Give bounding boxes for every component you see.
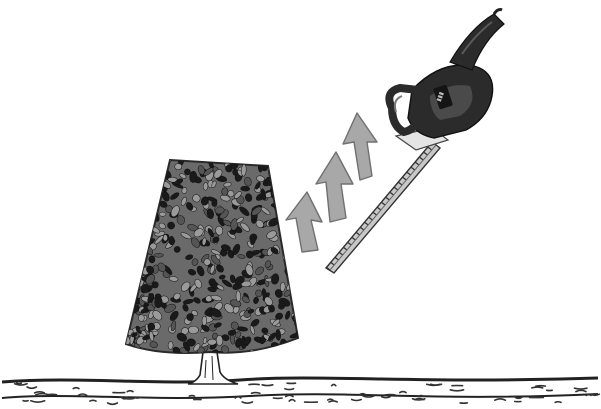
- hedge-icon: [116, 149, 310, 384]
- ground-icon: [2, 378, 599, 404]
